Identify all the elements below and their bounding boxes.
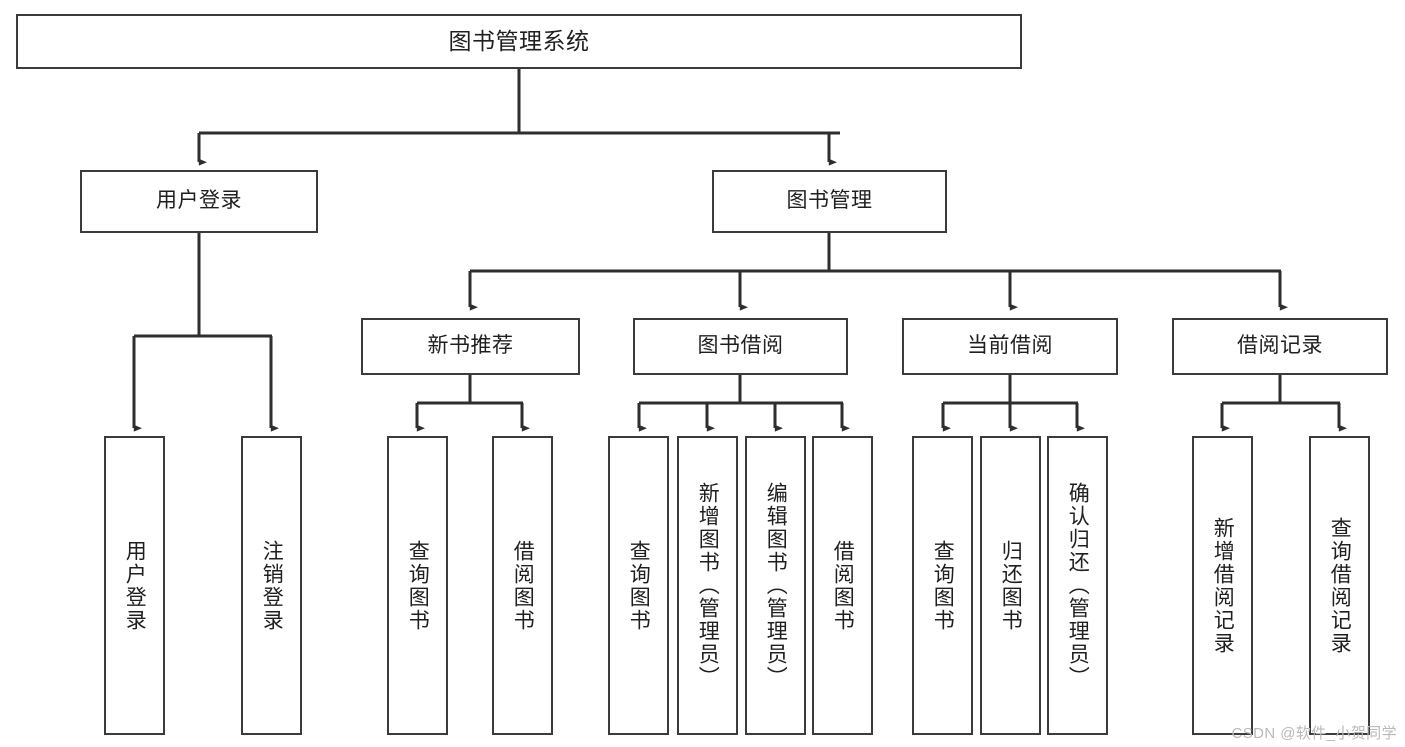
node-root-label: 图书管理系统 <box>448 27 590 54</box>
leaf-add-book-admin[interactable]: 新增图书（管理员） <box>677 436 738 735</box>
leaf-add-borrow-record[interactable]: 新增借阅记录 <box>1192 436 1253 735</box>
leaf-search-books-current[interactable]: 查询图书 <box>912 436 973 735</box>
leaf-borrow-books-recommendation[interactable]: 借阅图书 <box>492 436 553 735</box>
node-book-management-label: 图书管理 <box>786 189 873 213</box>
leaf-logout-label: 注销登录 <box>260 539 284 632</box>
node-borrow-records[interactable]: 借阅记录 <box>1172 318 1388 375</box>
leaf-search-books-recommendation-label: 查询图书 <box>406 539 430 632</box>
leaf-return-books[interactable]: 归还图书 <box>980 436 1041 735</box>
node-new-book-recommendation-label: 新书推荐 <box>427 334 514 358</box>
leaf-borrow-books-borrowing-label: 借阅图书 <box>831 539 855 632</box>
leaf-user-login[interactable]: 用户登录 <box>104 436 165 735</box>
node-new-book-recommendation[interactable]: 新书推荐 <box>361 318 580 375</box>
node-root[interactable]: 图书管理系统 <box>16 14 1022 69</box>
leaf-search-books-recommendation[interactable]: 查询图书 <box>387 436 448 735</box>
leaf-search-books-borrowing[interactable]: 查询图书 <box>608 436 669 735</box>
leaf-search-borrow-record-label: 查询借阅记录 <box>1328 516 1352 655</box>
leaf-confirm-return-admin[interactable]: 确认归还（管理员） <box>1047 436 1108 735</box>
leaf-logout[interactable]: 注销登录 <box>241 436 302 735</box>
node-user-login[interactable]: 用户登录 <box>80 170 318 233</box>
leaf-add-borrow-record-label: 新增借阅记录 <box>1211 516 1235 655</box>
leaf-add-book-admin-label: 新增图书（管理员） <box>696 482 720 689</box>
leaf-search-books-borrowing-label: 查询图书 <box>627 539 651 632</box>
leaf-search-borrow-record[interactable]: 查询借阅记录 <box>1309 436 1370 735</box>
node-book-management[interactable]: 图书管理 <box>712 170 947 233</box>
node-book-borrowing-label: 图书借阅 <box>697 334 784 358</box>
leaf-borrow-books-recommendation-label: 借阅图书 <box>511 539 535 632</box>
node-book-borrowing[interactable]: 图书借阅 <box>633 318 848 375</box>
node-user-login-label: 用户登录 <box>156 189 242 213</box>
leaf-borrow-books-borrowing[interactable]: 借阅图书 <box>812 436 873 735</box>
leaf-confirm-return-admin-label: 确认归还（管理员） <box>1066 482 1090 689</box>
node-current-borrowing-label: 当前借阅 <box>967 334 1053 358</box>
leaf-edit-book-admin[interactable]: 编辑图书（管理员） <box>745 436 806 735</box>
leaf-edit-book-admin-label: 编辑图书（管理员） <box>764 482 788 689</box>
leaf-user-login-label: 用户登录 <box>123 539 147 632</box>
node-borrow-records-label: 借阅记录 <box>1237 334 1323 358</box>
node-current-borrowing[interactable]: 当前借阅 <box>902 318 1118 375</box>
leaf-return-books-label: 归还图书 <box>999 539 1023 632</box>
csdn-watermark: CSDN @软件_小贺同学 <box>1231 725 1397 742</box>
leaf-search-books-current-label: 查询图书 <box>931 539 955 632</box>
